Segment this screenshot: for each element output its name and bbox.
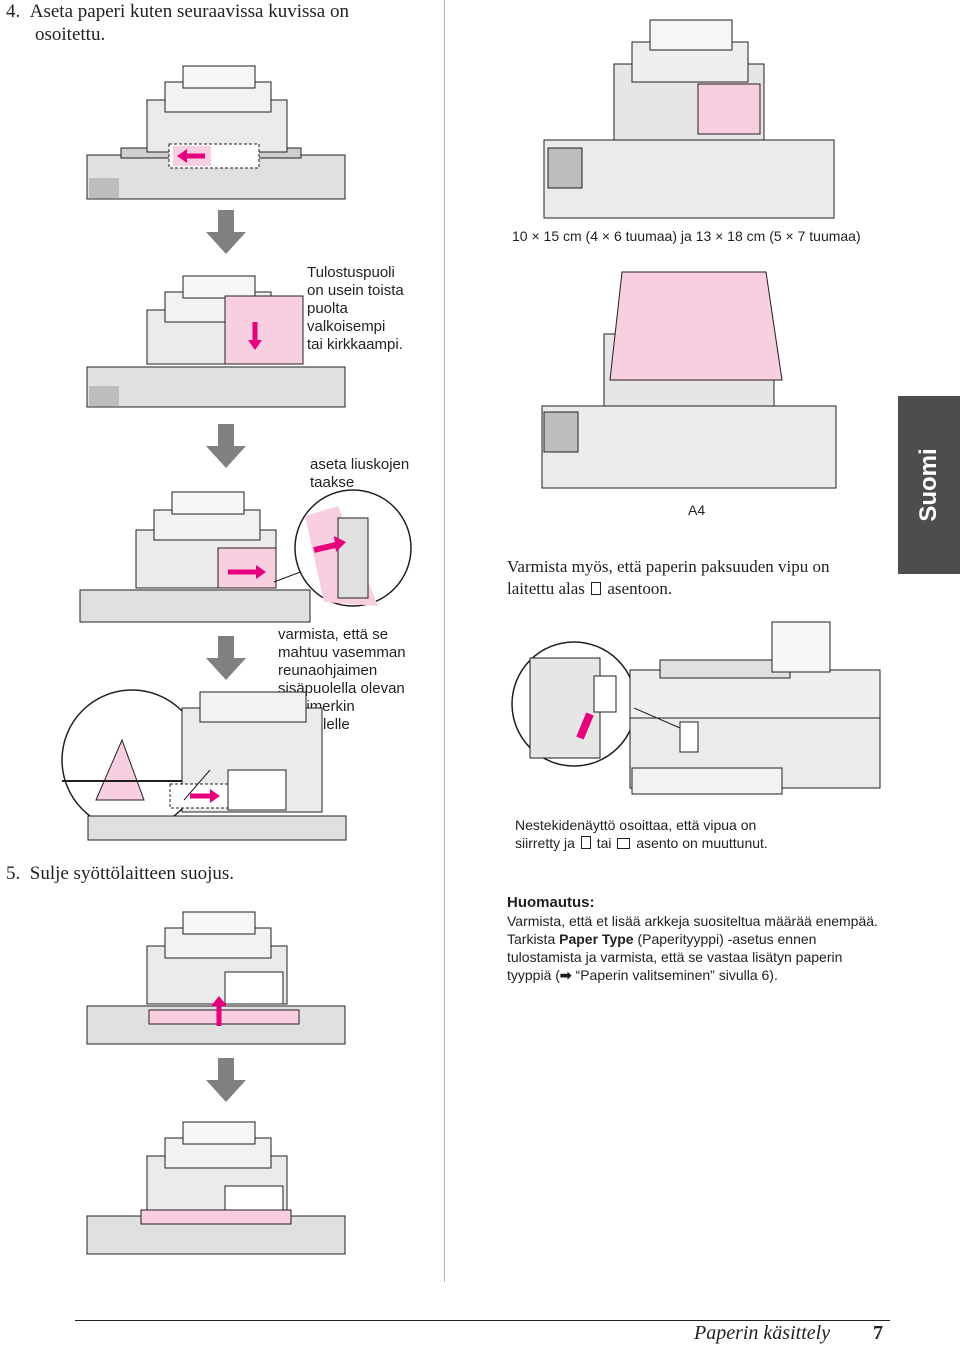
- caption-line: valkoisempi: [307, 318, 386, 335]
- step4-heading: 4. Aseta paperi kuten seuraavissa kuviss…: [6, 0, 349, 46]
- printer-figure-small-paper: [543, 19, 835, 219]
- step4-text-cont: osoitettu.: [35, 24, 106, 45]
- lever-line-1: Varmista myös, että paperin paksuuden vi…: [507, 557, 830, 576]
- caption-line: puolta: [307, 300, 348, 317]
- printer-figure-6: [86, 1121, 346, 1255]
- step5-heading: 5. Sulje syöttölaitteen suojus.: [6, 863, 234, 884]
- lcd-line-1: Nestekidenäyttö osoittaa, että vipua on: [515, 817, 757, 833]
- arrow-down-icon: [206, 424, 246, 468]
- printer-figure-1: [86, 65, 346, 200]
- printer-figure-3: [79, 489, 412, 623]
- caption-line: tai kirkkaampi.: [307, 336, 403, 353]
- lcd-line-2c: asento on muuttunut.: [636, 835, 768, 851]
- note-line-1: Varmista, että et lisää arkkeja suositel…: [507, 913, 878, 929]
- caption-line: reunaohjaimen: [278, 662, 378, 679]
- lcd-line-2b: tai: [596, 835, 612, 851]
- column-divider: [444, 0, 445, 1282]
- caption-printside: Tulostuspuoli on usein toista puolta val…: [307, 264, 404, 354]
- lcd-line-2a: siirretty ja: [515, 835, 575, 851]
- lever-line-2: laitettu alas: [507, 579, 585, 598]
- caption-line: sisäpuolella olevan: [278, 680, 405, 697]
- note-line-4a: tyyppiä (: [507, 967, 560, 983]
- paper-thick-icon: [580, 836, 591, 849]
- footer-title: Paperin käsittely: [694, 1322, 831, 1344]
- pointer-arrow-icon: ➡: [559, 967, 572, 983]
- caption-size-small: 10 × 15 cm (4 × 6 tuumaa) ja 13 × 18 cm …: [512, 228, 861, 244]
- lever-line-3: asentoon.: [607, 579, 673, 598]
- caption-line: mahtuu vasemman: [278, 644, 406, 661]
- paper-thick-icon: [591, 582, 602, 595]
- note-box: Huomautus: Varmista, että et lisää arkke…: [507, 894, 892, 984]
- note-line-2c: (Paperityyppi) -asetus ennen: [637, 931, 817, 947]
- caption-line: varmista, että se: [278, 626, 389, 643]
- caption-line: aseta liuskojen: [310, 456, 410, 473]
- caption-size-a4: A4: [688, 502, 706, 518]
- lever-instruction: Varmista myös, että paperin paksuuden vi…: [507, 556, 892, 600]
- note-line-2a: Tarkista: [507, 931, 556, 947]
- printer-figure-a4: [541, 271, 837, 489]
- footer-rule: [75, 1320, 890, 1321]
- printer-figure-5: [86, 911, 346, 1045]
- caption-line: Tulostuspuoli: [307, 264, 395, 281]
- note-line-3: tulostamista ja varmista, että se vastaa…: [507, 949, 843, 965]
- caption-line: on usein toista: [307, 282, 404, 299]
- printer-figure-lever: [511, 621, 881, 795]
- printer-figure-2: [86, 275, 346, 408]
- note-line-4b[interactable]: “Paperin valitseminen” sivulla 6).: [575, 967, 778, 983]
- page-number: 7: [873, 1322, 883, 1344]
- language-tab-label: Suomi: [915, 448, 942, 522]
- step4-text: 4. Aseta paperi kuten seuraavissa kuviss…: [6, 1, 349, 22]
- note-heading: Huomautus:: [507, 894, 595, 911]
- lcd-caption: Nestekidenäyttö osoittaa, että vipua on …: [515, 816, 768, 852]
- printer-figure-4: [61, 689, 347, 841]
- arrow-down-icon: [206, 1058, 246, 1102]
- caption-behind-tabs: aseta liuskojen taakse: [310, 456, 409, 492]
- caption-line: taakse: [310, 474, 355, 491]
- envelope-icon: [617, 838, 631, 849]
- arrow-down-icon: [206, 636, 246, 680]
- language-tab: Suomi: [898, 396, 960, 574]
- paper-type-setting: Paper Type: [559, 931, 634, 947]
- arrow-down-icon: [206, 210, 246, 254]
